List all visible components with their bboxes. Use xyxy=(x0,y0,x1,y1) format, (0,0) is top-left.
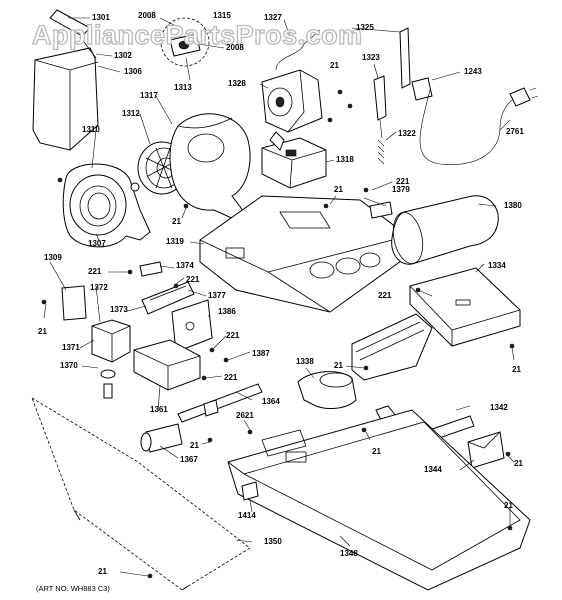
callout-2761: 2761 xyxy=(506,127,524,136)
callout-1313: 1313 xyxy=(174,83,192,92)
callout-1306: 1306 xyxy=(124,67,142,76)
part-1377-burner xyxy=(139,261,195,315)
part-1379-thermostat xyxy=(369,201,393,219)
part-1361-bracket xyxy=(133,339,201,391)
part-1344-bracket xyxy=(467,431,505,469)
callout-1322: 1322 xyxy=(398,129,416,138)
callout-2621: 2621 xyxy=(236,411,254,420)
callout-1386: 1386 xyxy=(218,307,236,316)
callout-21-pan: 21 xyxy=(504,501,513,510)
callout-1371: 1371 xyxy=(62,343,80,352)
callout-221-valve: 221 xyxy=(88,267,102,276)
callout-1350: 1350 xyxy=(264,537,282,546)
callout-1344: 1344 xyxy=(424,465,442,474)
callout-1379: 1379 xyxy=(392,185,410,194)
callout-21-left: 21 xyxy=(38,327,47,336)
part-2761-power-cord xyxy=(419,87,539,165)
callout-221-switch: 221 xyxy=(396,177,410,186)
callout-21-pipe: 21 xyxy=(190,441,199,450)
callout-1361: 1361 xyxy=(150,405,168,414)
watermark-text: AppliancePartsPros.com xyxy=(32,20,363,50)
part-1318-motor-mount xyxy=(261,131,327,189)
part-1334-panel xyxy=(409,267,521,347)
callout-1315: 1315 xyxy=(213,11,231,20)
part-1307-blower-housing xyxy=(62,163,151,248)
callout-1372: 1372 xyxy=(90,283,108,292)
callout-1380: 1380 xyxy=(504,201,522,210)
callout-1312: 1312 xyxy=(122,109,140,118)
callout-1302: 1302 xyxy=(114,51,132,60)
part-1315-bracket xyxy=(160,17,210,67)
part-washer xyxy=(130,182,140,192)
callout-1328: 1328 xyxy=(228,79,246,88)
callout-21-strap: 21 xyxy=(372,447,381,456)
callout-1364: 1364 xyxy=(262,397,280,406)
callout-1325: 1325 xyxy=(356,23,374,32)
callout-1319: 1319 xyxy=(166,237,184,246)
callout-1367: 1367 xyxy=(180,455,198,464)
part-1317-blower-cover xyxy=(169,113,251,221)
part-duct-assembly xyxy=(351,313,433,381)
callout-1414: 1414 xyxy=(238,511,256,520)
part-1323-switch xyxy=(373,75,387,165)
callout-1307: 1307 xyxy=(88,239,106,248)
callout-1377: 1377 xyxy=(208,291,226,300)
callout-221-heater: 221 xyxy=(378,291,392,300)
part-1367-pipe xyxy=(140,423,183,453)
callout-1243: 1243 xyxy=(464,67,482,76)
callout-2008: 2008 xyxy=(138,11,156,20)
callout-1387: 1387 xyxy=(252,349,270,358)
callout-221-bracket: 221 xyxy=(226,331,240,340)
art-number: (ART NO. WH883 C3) xyxy=(36,584,110,593)
callout-1318: 1318 xyxy=(336,155,354,164)
callout-1370: 1370 xyxy=(60,361,78,370)
callout-21-motor: 21 xyxy=(330,61,339,70)
callout-21-blower: 21 xyxy=(172,217,181,226)
part-1364-rail xyxy=(177,383,263,423)
callout-1342: 1342 xyxy=(490,403,508,412)
part-1348-base-pan xyxy=(227,409,531,591)
callout-1374: 1374 xyxy=(176,261,194,270)
callout-1301: 1301 xyxy=(92,13,110,22)
part-1350-panel xyxy=(31,397,251,591)
callout-21-panel: 21 xyxy=(98,567,107,576)
part-1380-heater-housing xyxy=(391,195,499,265)
callout-1327: 1327 xyxy=(264,13,282,22)
callout-221-rail: 221 xyxy=(224,373,238,382)
callout-21-base: 21 xyxy=(334,185,343,194)
part-1309-bracket xyxy=(61,285,87,321)
callout-1323: 1323 xyxy=(362,53,380,62)
callout-21-duct: 21 xyxy=(334,361,343,370)
callout-labels: 1301 2008 1315 1327 1325 1302 2008 1306 … xyxy=(38,11,524,576)
part-1306-duct xyxy=(32,9,99,151)
callout-1373: 1373 xyxy=(110,305,128,314)
callout-1334: 1334 xyxy=(488,261,506,270)
callout-1348: 1348 xyxy=(340,549,358,558)
screw-markers xyxy=(41,89,515,579)
callout-1309: 1309 xyxy=(44,253,62,262)
callout-21-right: 21 xyxy=(512,365,521,374)
callout-221-burner: 221 xyxy=(186,275,200,284)
part-1338-elbow xyxy=(297,371,357,409)
part-1328-drive-motor xyxy=(261,29,323,133)
callout-1310: 1310 xyxy=(82,125,100,134)
callout-21-bracket: 21 xyxy=(514,459,523,468)
leader-lines xyxy=(43,17,515,577)
callout-1317: 1317 xyxy=(140,91,158,100)
part-1414-foot xyxy=(241,481,259,501)
callout-1338: 1338 xyxy=(296,357,314,366)
part-1325-cord-bracket xyxy=(399,27,433,101)
callout-2008-lower: 2008 xyxy=(226,43,244,52)
part-1371-gas-valve xyxy=(91,319,131,399)
part-1386-bracket xyxy=(171,299,213,353)
